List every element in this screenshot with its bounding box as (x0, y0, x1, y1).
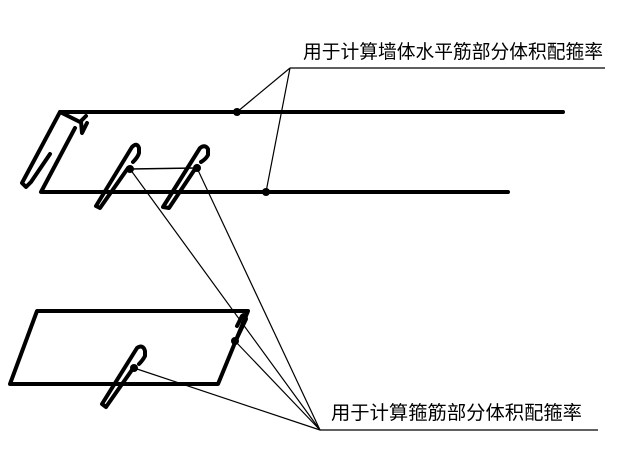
top-horizontal-bar (58, 110, 565, 135)
bottom-label: 用于计算箍筋部分体积配箍率 (331, 402, 582, 424)
wall-horizontal-rebar-group (20, 108, 565, 210)
stirrup-hook-right (234, 313, 248, 342)
leader-stirrup-right (234, 340, 321, 431)
tie-hook-left (94, 142, 141, 210)
leader-bottom-bar (265, 67, 291, 193)
left-bent-bar-end (20, 110, 62, 189)
leader-tie-right (196, 167, 321, 431)
leader-top-bar (236, 67, 291, 113)
leader-tie-left (129, 168, 321, 431)
leader-stirrup-inner (133, 367, 321, 431)
stirrup-parallelogram (8, 309, 250, 386)
tie-hook-right (161, 144, 210, 210)
bottom-label-leaders (129, 167, 598, 431)
bottom-horizontal-bar (39, 126, 510, 194)
tie-connector (129, 167, 197, 170)
top-label: 用于计算墙体水平筋部分体积配箍率 (303, 41, 603, 63)
stirrup-inner-hook (100, 344, 147, 409)
stirrup-group (8, 309, 250, 409)
top-label-leaders (236, 67, 605, 193)
